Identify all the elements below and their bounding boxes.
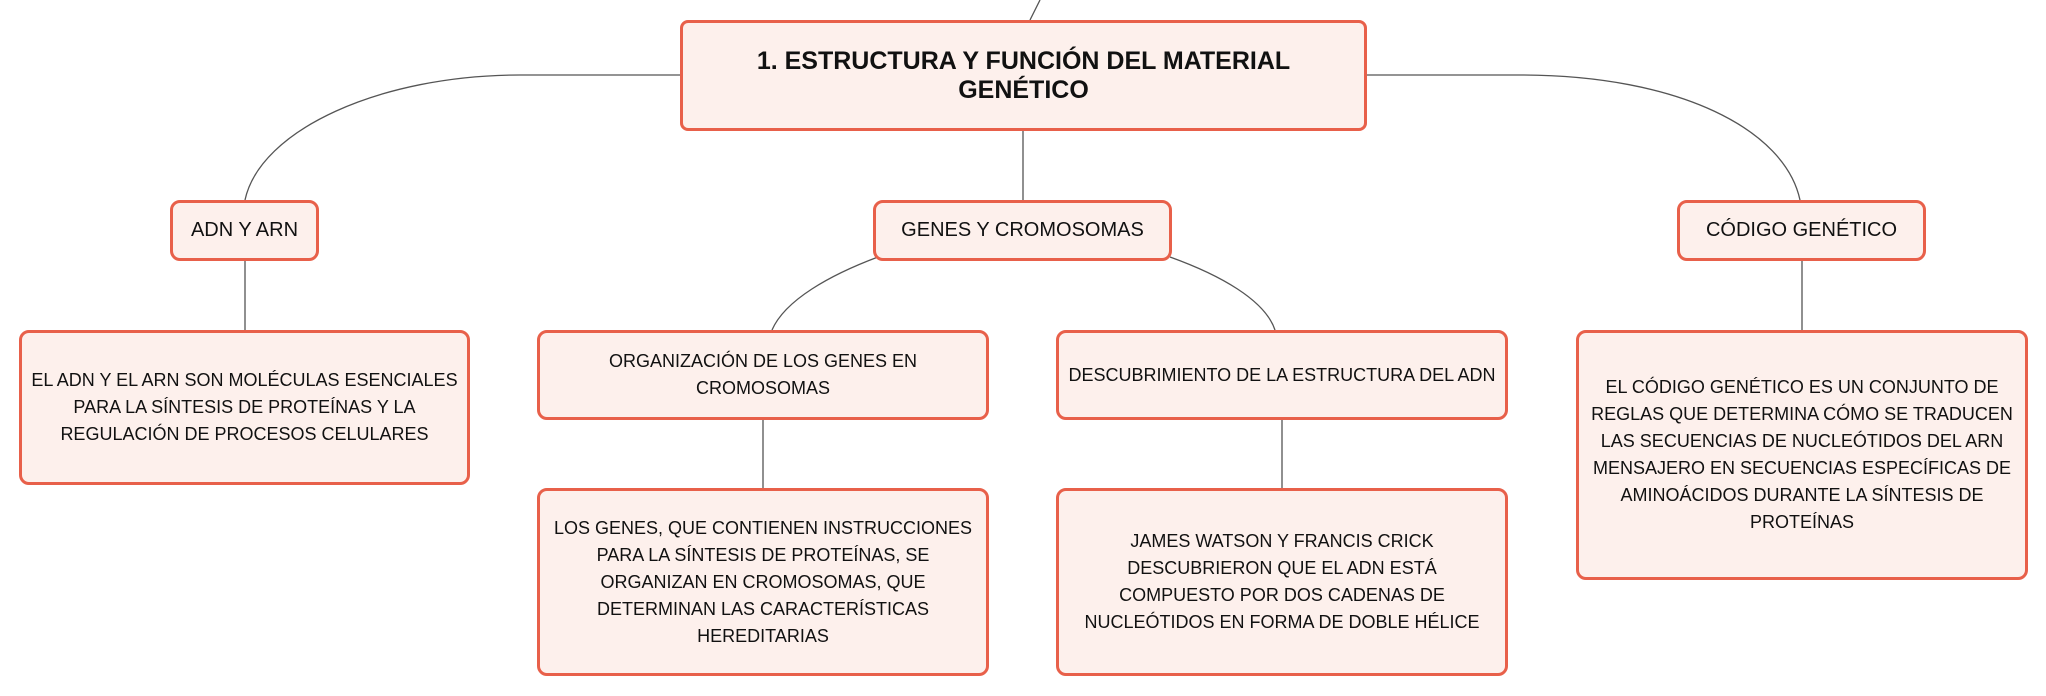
root-node-label: 1. ESTRUCTURA Y FUNCIÓN DEL MATERIAL GEN… [756,46,1291,104]
topic-node-genes-cromosomas[interactable]: GENES Y CROMOSOMAS [873,200,1172,261]
detail-node-label: JAMES WATSON Y FRANCIS CRICK DESCUBRIERO… [1084,531,1480,632]
connector-root-to-parent [1029,0,1041,21]
detail-node-genes-instrucciones[interactable]: LOS GENES, QUE CONTIENEN INSTRUCCIONES P… [537,488,989,676]
connector-genes-to-descubrimiento [1169,256,1276,331]
topic-node-label: GENES Y CROMOSOMAS [901,219,1144,241]
detail-node-organizacion-genes[interactable]: ORGANIZACIÓN DE LOS GENES EN CROMOSOMAS [537,330,989,420]
detail-node-codigo-genetico[interactable]: EL CÓDIGO GENÉTICO ES UN CONJUNTO DE REG… [1576,330,2028,580]
detail-node-label: EL CÓDIGO GENÉTICO ES UN CONJUNTO DE REG… [1591,377,2013,532]
connector-root-to-codigo-genetico [1366,74,1801,201]
detail-node-label: ORGANIZACIÓN DE LOS GENES EN CROMOSOMAS [608,351,918,398]
connector-genes-to-organizacion [771,256,879,331]
detail-node-label: EL ADN Y EL ARN SON MOLÉCULAS ESENCIALES… [31,370,458,444]
topic-node-adn-arn[interactable]: ADN Y ARN [170,200,319,261]
detail-node-descubrimiento-adn[interactable]: DESCUBRIMIENTO DE LA ESTRUCTURA DEL ADN [1056,330,1508,420]
topic-node-label: ADN Y ARN [190,219,299,241]
detail-node-watson-crick[interactable]: JAMES WATSON Y FRANCIS CRICK DESCUBRIERO… [1056,488,1508,676]
detail-node-label: DESCUBRIMIENTO DE LA ESTRUCTURA DEL ADN [1068,364,1496,385]
root-node[interactable]: 1. ESTRUCTURA Y FUNCIÓN DEL MATERIAL GEN… [680,20,1367,131]
topic-node-codigo-genetico[interactable]: CÓDIGO GENÉTICO [1677,200,1926,261]
connector-root-to-adn-arn [244,74,680,201]
topic-node-label: CÓDIGO GENÉTICO [1705,219,1898,241]
detail-node-label: LOS GENES, QUE CONTIENEN INSTRUCCIONES P… [553,517,973,646]
detail-node-adn-arn[interactable]: EL ADN Y EL ARN SON MOLÉCULAS ESENCIALES… [19,330,470,485]
